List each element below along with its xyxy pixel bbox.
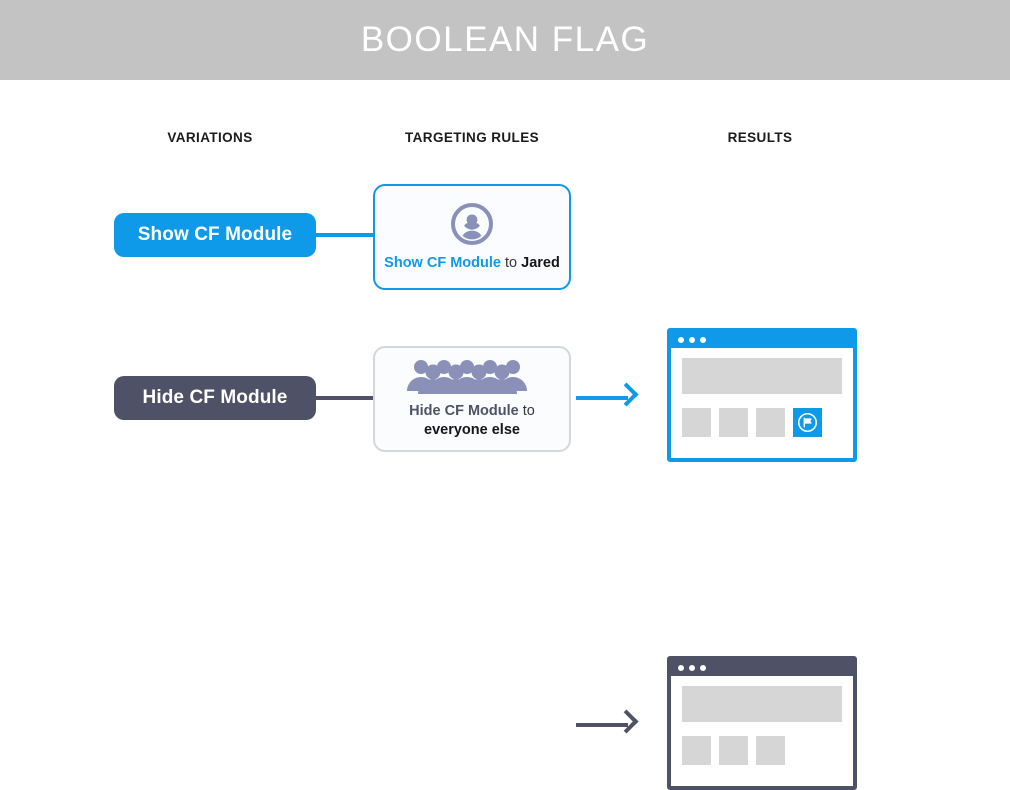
- window-dot-icon: [700, 665, 706, 671]
- content-tile-placeholder: [719, 408, 748, 437]
- content-tile-placeholder: [756, 408, 785, 437]
- arrow-right-icon-show: [576, 382, 644, 410]
- window-dot-icon: [689, 665, 695, 671]
- rule-connector-hide: to: [518, 403, 535, 420]
- arrow-right-icon-hide: [576, 709, 644, 737]
- content-tile-row-hide: [682, 736, 842, 765]
- page-header: BOOLEAN FLAG: [0, 0, 1010, 80]
- content-tile-row-show: [682, 408, 842, 437]
- chat-flag-icon: [797, 412, 818, 433]
- rule-flag-name-show: Show CF Module: [384, 254, 501, 271]
- targeting-rule-card-show[interactable]: Show CF Module to Jared: [373, 184, 571, 290]
- flow-row-hide: Hide CF Module: [0, 324, 1010, 790]
- window-dot-icon: [678, 665, 684, 671]
- rule-audience-show: Jared: [521, 254, 560, 271]
- content-tile-placeholder: [682, 736, 711, 765]
- column-header-targeting-rules: TARGETING RULES: [405, 130, 539, 145]
- targeting-rule-text-hide: Hide CF Module to everyone else: [409, 402, 535, 439]
- connector-line-hide: [314, 396, 376, 400]
- window-dot-icon: [678, 337, 684, 343]
- rule-connector-show: to: [500, 254, 522, 271]
- rule-flag-name-hide: Hide CF Module: [409, 403, 519, 420]
- targeting-rule-text-show: Show CF Module to Jared: [384, 254, 560, 273]
- connector-line-show: [314, 233, 376, 237]
- content-tile-placeholder: [682, 408, 711, 437]
- browser-title-bar-show: [671, 332, 853, 348]
- arrow-head-hide: [614, 709, 639, 734]
- content-tile-placeholder: [719, 736, 748, 765]
- column-header-variations: VARIATIONS: [167, 130, 253, 145]
- browser-content-hide: [671, 676, 853, 786]
- browser-content-show: [671, 348, 853, 458]
- content-placeholder-block: [682, 686, 842, 722]
- targeting-rule-card-hide[interactable]: Hide CF Module to everyone else: [373, 346, 571, 452]
- content-tile-placeholder: [756, 736, 785, 765]
- column-header-results: RESULTS: [727, 130, 793, 145]
- window-dot-icon: [700, 337, 706, 343]
- browser-title-bar-hide: [671, 660, 853, 676]
- variation-pill-show[interactable]: Show CF Module: [114, 213, 316, 257]
- flow-row-show: Show CF Module Show CF Module to Jared: [0, 160, 1010, 462]
- crowd-of-people-icon: [405, 358, 539, 395]
- variation-pill-show-label: Show CF Module: [137, 224, 293, 245]
- single-person-avatar-icon: [450, 202, 494, 246]
- variation-pill-hide[interactable]: Hide CF Module: [114, 376, 316, 420]
- rule-audience-hide: everyone else: [424, 422, 520, 438]
- result-browser-window-hide: [667, 656, 857, 790]
- page-title: BOOLEAN FLAG: [360, 20, 650, 59]
- result-browser-window-show: [667, 328, 857, 462]
- content-tile-cf-module[interactable]: [793, 408, 822, 437]
- arrow-shaft-show: [576, 396, 628, 400]
- variation-pill-hide-label: Hide CF Module: [142, 387, 288, 408]
- content-placeholder-block: [682, 358, 842, 394]
- window-dot-icon: [689, 337, 695, 343]
